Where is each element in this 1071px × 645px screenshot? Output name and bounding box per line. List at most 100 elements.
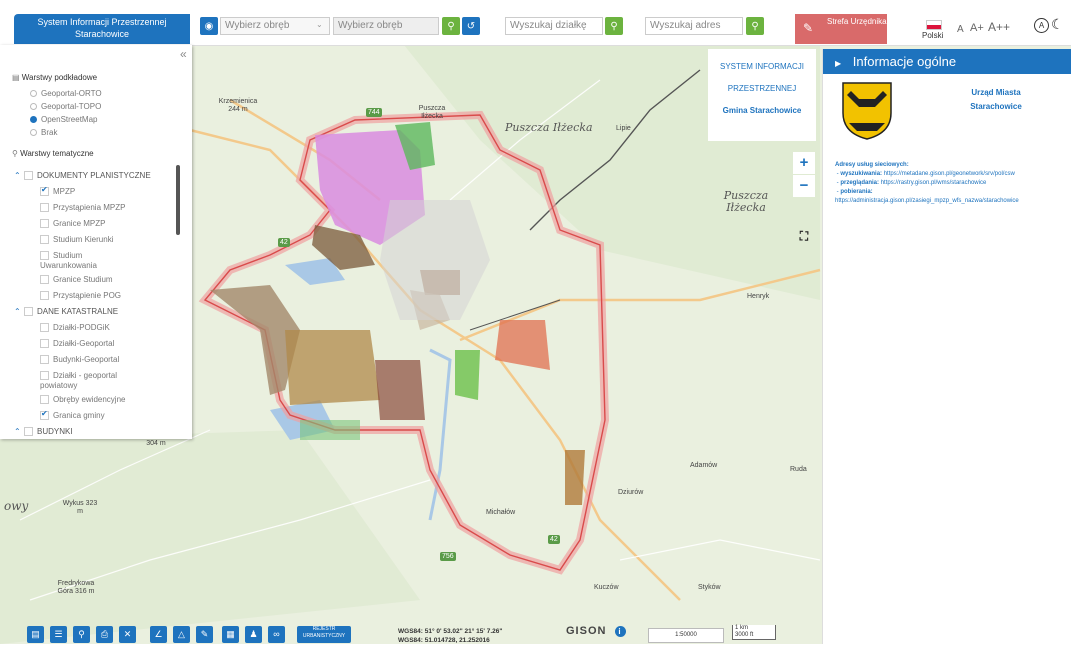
collapse-panel-button[interactable]: « bbox=[180, 47, 187, 61]
scale-input[interactable]: 1:50000 bbox=[648, 628, 724, 643]
caret-right-icon: ▶ bbox=[835, 59, 842, 68]
map-label-forest: Puszcza Iłżecka bbox=[505, 121, 593, 134]
chevron-down-icon: ⌄ bbox=[316, 20, 323, 29]
measure-length-button[interactable]: ∠ bbox=[150, 626, 167, 643]
contrast-toggle[interactable]: A bbox=[1034, 18, 1049, 33]
search-icon: ⚲ bbox=[78, 629, 85, 639]
layer-group-cadastral[interactable]: ⌃ DANE KATASTRALNE bbox=[14, 307, 118, 317]
moon-icon[interactable]: ☾ bbox=[1051, 16, 1064, 32]
bottom-toolbar: ▤ ☰ ⚲ ⎙ ✕ ∠ △ ✎ ▦ ♟ ∞ REJESTR URBANISTYC… bbox=[0, 620, 822, 644]
layer-item[interactable]: Działki-Geoportal bbox=[40, 339, 114, 349]
locate-obreb-button[interactable]: ◉ bbox=[200, 17, 218, 35]
layer-item-label: MPZP bbox=[53, 187, 76, 196]
service-row: - wyszukiwania: https://metadane.gison.p… bbox=[835, 171, 1015, 177]
language-switch[interactable]: Polski bbox=[922, 20, 943, 40]
base-layer-option[interactable]: OpenStreetMap bbox=[30, 115, 97, 125]
font-size-larger-button[interactable]: A+ bbox=[970, 22, 984, 34]
scale-bar-km: 1 km bbox=[735, 625, 749, 631]
layers-tool-button[interactable]: ▤ bbox=[27, 626, 44, 643]
base-layer-option[interactable]: Geoportal-ORTO bbox=[30, 89, 102, 99]
parcel-search-input[interactable]: Wyszukaj działkę bbox=[505, 17, 603, 35]
service-link[interactable]: https://administracja.gison.pl/zasiegi_m… bbox=[835, 198, 1019, 204]
service-row: - pobierania: bbox=[835, 189, 873, 195]
service-link[interactable]: https://rastry.gison.pl/wms/starachowice bbox=[880, 180, 987, 186]
urban-register-button[interactable]: REJESTR URBANISTYCZNY bbox=[297, 626, 351, 643]
address-search-input[interactable]: Wyszukaj adres bbox=[645, 17, 743, 35]
map-label-place: Adamów bbox=[690, 462, 718, 469]
font-size-normal-button[interactable]: A bbox=[957, 24, 964, 35]
zoom-in-button[interactable]: + bbox=[793, 152, 815, 174]
obreb-input[interactable]: Wybierz obręb bbox=[333, 17, 439, 35]
search-parcel-button[interactable]: ⚲ bbox=[605, 17, 623, 35]
legend-tool-button[interactable]: ☰ bbox=[50, 626, 67, 643]
font-size-largest-button[interactable]: A++ bbox=[988, 20, 1011, 34]
official-zone-button[interactable]: ✎ Strefa Urzędnika bbox=[795, 14, 887, 44]
base-layer-label: Geoportal-ORTO bbox=[41, 89, 102, 98]
obreb-select[interactable]: Wybierz obręb bbox=[220, 17, 330, 35]
info-panel-header[interactable]: ▶ Informacje ogólne bbox=[823, 49, 1071, 74]
streetview-tool-button[interactable]: ♟ bbox=[245, 626, 262, 643]
map-pin-icon: ◉ bbox=[204, 20, 214, 32]
scale-bar: 1 km 3000 ft bbox=[732, 625, 776, 640]
fullscreen-button[interactable]: ⛶ bbox=[799, 229, 809, 243]
layer-item[interactable]: Budynki-Geoportal bbox=[40, 355, 119, 365]
layer-item-label: Studium Kierunki bbox=[53, 235, 114, 244]
info-panel: ▶ Informacje ogólne Urząd Miasta Starach… bbox=[822, 49, 1071, 644]
layer-item[interactable]: Obręby ewidencyjne bbox=[40, 395, 125, 405]
map-label-place: owy bbox=[4, 499, 29, 513]
layer-group-buildings[interactable]: ⌃BUDYNKI bbox=[14, 427, 73, 437]
base-layer-option[interactable]: Brak bbox=[30, 128, 57, 138]
base-layers-title: Warstwy podkładowe bbox=[21, 73, 98, 82]
close-icon: ✕ bbox=[123, 629, 132, 639]
link-icon: ↺ bbox=[466, 20, 476, 32]
service-link[interactable]: https://metadane.gison.pl/geonetwork/srv… bbox=[883, 171, 1015, 177]
layer-item-label: Przystąpienia MPZP bbox=[53, 203, 126, 212]
map-label-place: Dziurów bbox=[618, 489, 644, 496]
layer-group-label: BUDYNKI bbox=[37, 427, 73, 436]
base-layer-option[interactable]: Geoportal-TOPO bbox=[30, 102, 101, 112]
info-panel-title: Informacje ogólne bbox=[852, 54, 957, 69]
measure-area-button[interactable]: △ bbox=[173, 626, 190, 643]
chevron-up-icon: ⌃ bbox=[14, 307, 21, 316]
layer-item[interactable]: Granice Studium bbox=[40, 275, 113, 285]
draw-tool-button[interactable]: ✎ bbox=[196, 626, 213, 643]
link-icon: ∞ bbox=[273, 629, 280, 639]
identify-tool-button[interactable]: ⚲ bbox=[73, 626, 90, 643]
link-tool-button[interactable]: ∞ bbox=[268, 626, 285, 643]
layer-item[interactable]: Przystąpienia MPZP bbox=[40, 203, 125, 213]
search-address-button[interactable]: ⚲ bbox=[746, 17, 764, 35]
service-addresses: Adresy usług sieciowych: - wyszukiwania:… bbox=[835, 161, 1071, 206]
search-obreb-button[interactable]: ⚲ bbox=[442, 17, 460, 35]
layer-item-label: Działki-PODGiK bbox=[53, 323, 110, 332]
map-label-place: Kuczów bbox=[594, 584, 619, 591]
map-tool-button[interactable]: ▦ bbox=[222, 626, 239, 643]
info-icon[interactable]: i bbox=[614, 626, 626, 637]
layer-item[interactable]: Studium Uwarunkowania bbox=[40, 251, 100, 271]
coordinates-readout: WGS84: 51° 0' 53.02" 21° 15' 7.26" WGS84… bbox=[398, 627, 502, 645]
print-tool-button[interactable]: ⎙ bbox=[96, 626, 113, 643]
layer-item-label: Granice Studium bbox=[53, 275, 113, 284]
layer-item[interactable]: Przystąpienie POG bbox=[40, 291, 121, 301]
map-label-forest: Puszcza Iłżecka bbox=[723, 189, 769, 214]
layer-item[interactable]: Działki - geoportal powiatowy bbox=[40, 371, 120, 391]
panel-scrollbar[interactable] bbox=[176, 165, 180, 235]
layer-item[interactable]: Granice MPZP bbox=[40, 219, 105, 229]
layer-item[interactable]: Studium Kierunki bbox=[40, 235, 113, 245]
layer-item[interactable]: Granica gminy bbox=[40, 409, 105, 421]
map-icon: ▦ bbox=[226, 629, 235, 639]
layer-group-planning[interactable]: ⌃DOKUMENTY PLANISTYCZNE bbox=[14, 171, 151, 181]
person-icon: ♟ bbox=[249, 629, 258, 639]
layer-item-label: Przystąpienie POG bbox=[53, 291, 122, 300]
layer-item-label: Granice MPZP bbox=[53, 219, 106, 228]
road-number-badge: 42 bbox=[278, 238, 290, 247]
layer-item-label: Działki - geoportal powiatowy bbox=[40, 371, 118, 390]
zoom-out-button[interactable]: − bbox=[793, 175, 815, 197]
layer-group-label: DANE KATASTRALNE bbox=[37, 307, 119, 316]
top-toolbar: System Informacji Przestrzennej Staracho… bbox=[0, 0, 1071, 46]
layer-item[interactable]: Działki-PODGiK bbox=[40, 323, 110, 333]
map-label-peak: Wykus 323 m bbox=[62, 500, 98, 515]
share-button[interactable]: ↺ bbox=[462, 17, 480, 35]
layer-item[interactable]: MPZP bbox=[40, 185, 76, 197]
map-label-peak: Krzemienica 244 m bbox=[218, 98, 258, 113]
clear-tool-button[interactable]: ✕ bbox=[119, 626, 136, 643]
